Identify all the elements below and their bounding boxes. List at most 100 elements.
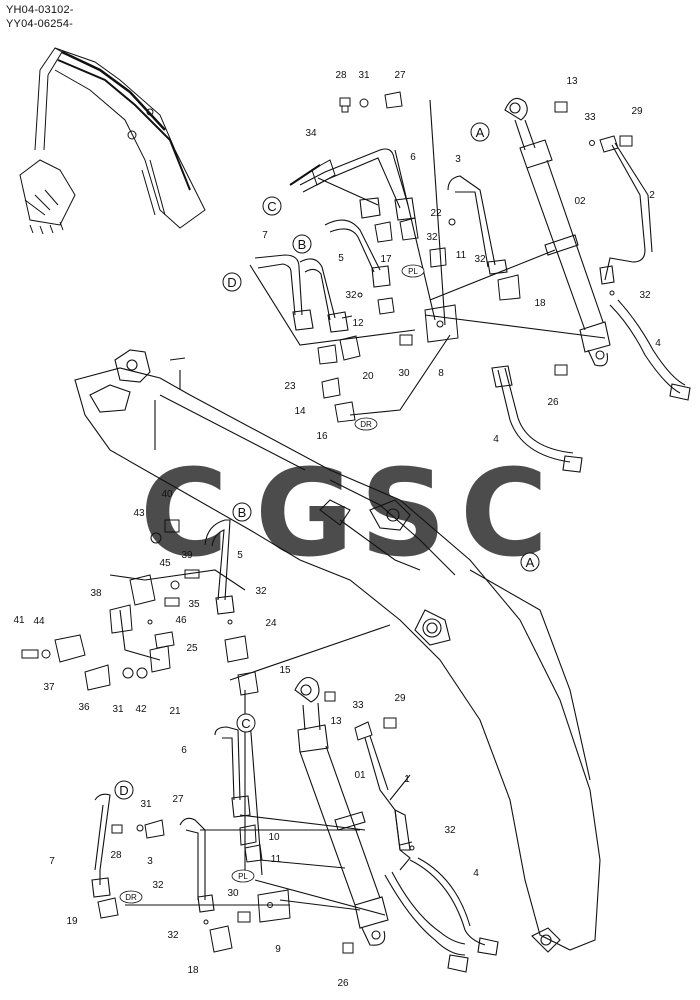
part-label: 9 [275, 944, 281, 955]
part-label: 34 [305, 128, 317, 139]
callout-a-lower: A [526, 555, 535, 570]
part-label: 29 [631, 106, 643, 117]
part-label: 7 [262, 230, 268, 241]
part-label: 32 [345, 290, 357, 301]
callout-b-upper: B [298, 237, 307, 252]
callout-d-upper: D [227, 275, 236, 290]
part-label: 16 [316, 431, 328, 442]
part-label: 4 [493, 434, 499, 445]
part-label: 30 [398, 368, 410, 379]
part-label: 28 [110, 850, 122, 861]
part-label: 45 [159, 558, 171, 569]
fittings-upper [289, 91, 633, 423]
part-label: 28 [335, 70, 347, 81]
part-label: 18 [187, 965, 199, 976]
part-label: 7 [49, 856, 55, 867]
part-label: 17 [380, 254, 392, 265]
part-label: 26 [337, 978, 349, 989]
serial-range-2: YY04-06254- [6, 18, 74, 30]
callout-d-lower: D [119, 783, 128, 798]
watermark-letter-1: C [140, 445, 228, 584]
part-label: 23 [284, 381, 296, 392]
part-label: 5 [338, 253, 344, 264]
part-label: 32 [255, 586, 267, 597]
part-label: 15 [279, 665, 291, 676]
tag-pl-upper: PL [408, 267, 418, 276]
part-label: 32 [474, 254, 486, 265]
part-label: 4 [655, 338, 661, 349]
part-label: 6 [410, 152, 416, 163]
part-label: 11 [271, 854, 282, 865]
part-label: 13 [330, 716, 342, 727]
part-label: 8 [438, 368, 444, 379]
part-label: 32 [639, 290, 651, 301]
part-label: 35 [188, 599, 200, 610]
callout-b-lower: B [238, 505, 247, 520]
part-label: 44 [33, 616, 45, 627]
part-label: 31 [358, 70, 370, 81]
part-label: 3 [455, 154, 461, 165]
part-label: 1 [404, 774, 410, 785]
part-label: 2 [649, 190, 655, 201]
part-label: 19 [66, 916, 78, 927]
part-labels: 28 31 27 13 33 29 34 6 3 02 2 22 32 17 1… [13, 70, 661, 989]
part-label: 25 [186, 643, 198, 654]
callout-a-upper: A [476, 125, 485, 140]
fittings-lower [21, 519, 415, 954]
part-label: 02 [574, 196, 586, 207]
part-label: 43 [133, 508, 145, 519]
part-label: 14 [294, 406, 306, 417]
part-label: 36 [78, 702, 90, 713]
part-label: 10 [268, 832, 280, 843]
part-label: 29 [394, 693, 406, 704]
callout-c-upper: C [267, 199, 276, 214]
callout-labels: A C B D B A C D [119, 125, 534, 798]
part-label: 31 [112, 704, 124, 715]
part-label: 4 [473, 868, 479, 879]
watermark-letter-2: G [255, 445, 354, 584]
watermark: C G S C [140, 445, 548, 584]
part-label: 31 [140, 799, 152, 810]
tag-dr-upper: DR [360, 420, 372, 429]
part-label: 18 [534, 298, 546, 309]
part-label: 27 [172, 794, 184, 805]
part-label: 32 [444, 825, 456, 836]
tag-pl-lower: PL [238, 872, 248, 881]
part-label: 12 [352, 318, 364, 329]
part-label: 6 [181, 745, 187, 756]
part-label: 32 [152, 880, 164, 891]
port-tags [119, 264, 425, 904]
part-label: 38 [90, 588, 102, 599]
part-label: 20 [362, 371, 374, 382]
part-label: 01 [354, 770, 366, 781]
part-label: 39 [181, 550, 193, 561]
part-label: 46 [175, 615, 187, 626]
part-label: 40 [161, 489, 173, 500]
part-label: 33 [352, 700, 364, 711]
part-label: 5 [237, 550, 243, 561]
part-label: 21 [169, 706, 181, 717]
part-label: 32 [426, 232, 438, 243]
part-label: 30 [227, 888, 239, 899]
tag-dr-lower: DR [125, 893, 137, 902]
part-label: 26 [547, 397, 559, 408]
boom-outline [74, 349, 601, 953]
callout-c-lower: C [241, 716, 250, 731]
boom-cylinder-upper [504, 97, 611, 367]
callouts [114, 122, 540, 800]
part-label: 42 [135, 704, 147, 715]
watermark-letter-3: S [360, 445, 446, 584]
part-label: 22 [430, 208, 442, 219]
part-label: 32 [167, 930, 179, 941]
serial-range-1: YH04-03102- [6, 4, 74, 16]
part-label: 41 [13, 615, 25, 626]
part-label: 3 [147, 856, 153, 867]
part-label: 37 [43, 682, 55, 693]
part-label: 13 [566, 76, 578, 87]
key-map-thumbnail [19, 47, 206, 235]
part-label: 27 [394, 70, 406, 81]
part-label: 33 [584, 112, 596, 123]
part-label: 24 [265, 618, 277, 629]
part-label: 11 [456, 250, 467, 261]
